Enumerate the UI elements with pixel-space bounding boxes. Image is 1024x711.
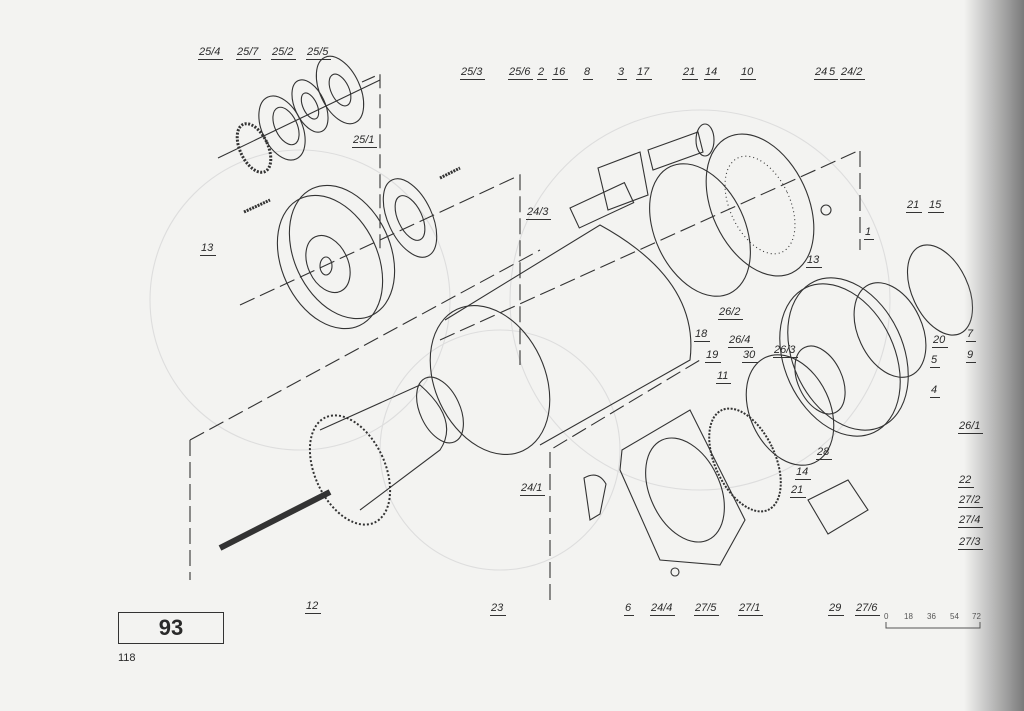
motor-housing — [429, 123, 861, 455]
callout: 26/3 — [773, 344, 799, 358]
callout: 20 — [932, 334, 949, 348]
callout: 23 — [490, 602, 507, 616]
callout: 26/1 — [958, 420, 984, 434]
callout: 7 — [966, 328, 977, 342]
callout: 13 — [806, 254, 823, 268]
figure-number-box: 93 — [118, 612, 224, 644]
callout: 16 — [552, 66, 569, 80]
callout: 25/1 — [352, 134, 378, 148]
scale-tick: 18 — [904, 612, 913, 621]
callout: 4 — [930, 384, 941, 398]
ghost-print-through — [149, 109, 891, 571]
callout: 1 — [864, 226, 875, 240]
end-shield — [239, 166, 521, 365]
callout: 27/6 — [855, 602, 881, 616]
callout: 6 — [624, 602, 635, 616]
scale-tick: 54 — [950, 612, 959, 621]
callout: 17 — [636, 66, 653, 80]
callout: 15 — [928, 199, 945, 213]
field-coils — [649, 133, 832, 297]
callout: 27/3 — [958, 536, 984, 550]
callout: 24/1 — [520, 482, 546, 496]
callout: 3 — [617, 66, 628, 80]
callout: 21 — [682, 66, 699, 80]
callout: 30 — [742, 349, 759, 363]
callout: 25/2 — [271, 46, 297, 60]
callout: 12 — [305, 600, 322, 614]
callout: 5 — [828, 66, 839, 80]
callout: 24 — [814, 66, 831, 80]
callout: 22 — [958, 474, 975, 488]
callout: 25/7 — [236, 46, 262, 60]
callout: 27/1 — [738, 602, 764, 616]
brush-holder-plate — [549, 359, 869, 600]
callout: 28 — [816, 446, 833, 460]
callout: 13 — [200, 242, 217, 256]
callout: 25/6 — [508, 66, 534, 80]
callout: 18 — [694, 328, 711, 342]
callout: 9 — [966, 349, 977, 363]
callout: 24/3 — [526, 206, 552, 220]
page-number: 118 — [118, 652, 136, 664]
callout: 25/4 — [198, 46, 224, 60]
callout: 24/2 — [840, 66, 866, 80]
callout: 11 — [716, 370, 732, 384]
callout: 27/5 — [694, 602, 720, 616]
callout: 10 — [740, 66, 757, 80]
callout: 8 — [583, 66, 594, 80]
bearing-set — [217, 55, 381, 250]
callout: 27/2 — [958, 494, 984, 508]
callout: 14 — [704, 66, 721, 80]
callout: 26/2 — [718, 306, 744, 320]
callout: 5 — [930, 354, 941, 368]
scale-tick: 36 — [927, 612, 936, 621]
callout: 26/4 — [728, 334, 754, 348]
callout: 25/3 — [460, 66, 486, 80]
scale-line — [885, 622, 981, 629]
commutator-end-shield — [745, 244, 974, 466]
callout: 27/4 — [958, 514, 984, 528]
callout: 21 — [906, 199, 923, 213]
figure-number: 93 — [158, 615, 184, 640]
scale-tick: 0 — [884, 612, 889, 621]
callout: 29 — [828, 602, 845, 616]
callout: 21 — [790, 484, 807, 498]
callout: 14 — [795, 466, 812, 480]
callout: 19 — [705, 349, 722, 363]
page-curl-shadow — [964, 0, 1024, 711]
scale-tick: 72 — [972, 612, 981, 621]
callout: 2 — [537, 66, 548, 80]
callout: 25/5 — [306, 46, 332, 60]
armature — [189, 249, 541, 580]
callout: 24/4 — [650, 602, 676, 616]
